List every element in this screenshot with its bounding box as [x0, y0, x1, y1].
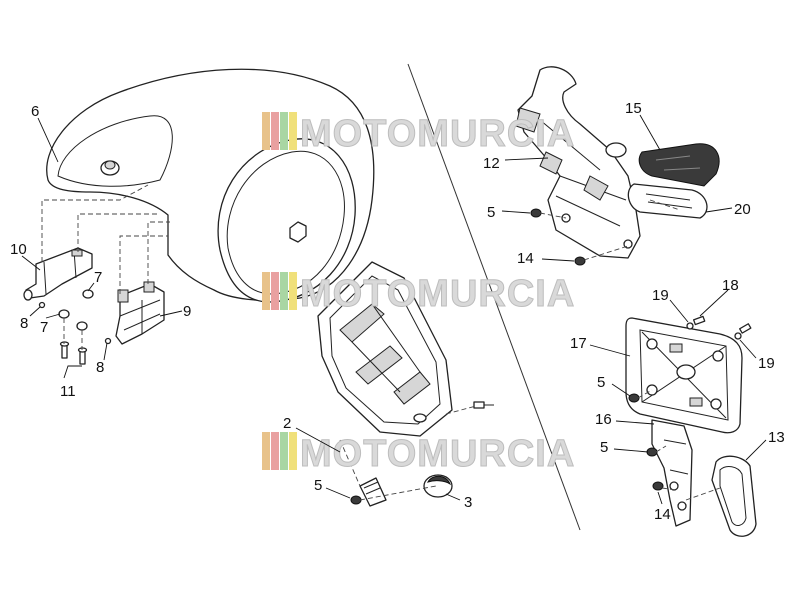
watermark-stripe [262, 432, 270, 470]
callout-3: 3 [464, 494, 472, 511]
callout-5: 5 [600, 439, 608, 456]
assembly-lines-left [41, 184, 170, 350]
callout-20: 20 [734, 201, 751, 218]
nut-5a-part [530, 208, 542, 218]
rear-fender [46, 68, 375, 303]
watermark-label: MOTOMURCIA [300, 113, 575, 155]
assembly-lines-center [339, 405, 477, 501]
tail-light-15 [638, 143, 720, 187]
callout-15: 15 [625, 100, 642, 117]
callout-7: 7 [94, 269, 102, 286]
tail-light-support-12 [515, 66, 641, 259]
screw-center [473, 401, 494, 409]
callout-9: 9 [183, 303, 191, 320]
leader-lines [21, 114, 767, 505]
callout-7: 7 [40, 319, 48, 336]
callout-labels: 6 10 7 7 8 8 9 11 12 15 20 5 14 2 5 3 18… [10, 100, 785, 523]
callout-10: 10 [10, 241, 27, 258]
reflector-bracket [359, 477, 387, 507]
assembly-lines-upper-right [539, 199, 681, 261]
reflector-3 [423, 474, 453, 498]
watermark-stripe [280, 432, 288, 470]
nut-14a-part [574, 256, 586, 266]
callout-12: 12 [483, 155, 500, 172]
callout-16: 16 [595, 411, 612, 428]
gasket-20 [627, 183, 708, 219]
callout-19: 19 [652, 287, 669, 304]
callout-14: 14 [654, 506, 671, 523]
watermark-middle: MOTOMURCIA [262, 272, 575, 316]
watermark-stripe [289, 432, 297, 470]
watermark-label: MOTOMURCIA [300, 273, 575, 315]
watermark-stripe [289, 112, 297, 150]
left-bracket-10 [23, 247, 93, 301]
watermark-top: MOTOMURCIA [262, 112, 575, 156]
nut-5b-part [350, 495, 362, 505]
left-bracket-9 [115, 281, 165, 345]
callout-5: 5 [487, 204, 495, 221]
callout-11: 11 [60, 383, 76, 400]
nuts-7 [58, 289, 94, 331]
washers-8 [38, 301, 112, 345]
watermark-stripe [280, 272, 288, 310]
callout-19: 19 [758, 355, 775, 372]
assembly-lines-lower-right [637, 389, 721, 501]
watermark-stripe [280, 112, 288, 150]
license-plate-holder-2 [317, 261, 453, 437]
callout-8: 8 [20, 315, 28, 332]
watermark-stripe [271, 272, 279, 310]
watermark-stripe [262, 112, 270, 150]
bolts-11 [59, 341, 88, 365]
section-dividers [407, 63, 581, 531]
watermark-stripe [271, 432, 279, 470]
callout-2: 2 [283, 415, 291, 432]
reflector-13 [711, 455, 757, 537]
callout-13: 13 [768, 429, 785, 446]
watermark-bottom: MOTOMURCIA [262, 432, 575, 476]
watermark-stripe [262, 272, 270, 310]
callout-8: 8 [96, 359, 104, 376]
watermark-stripe [271, 112, 279, 150]
watermark-label: MOTOMURCIA [300, 433, 575, 475]
callout-5: 5 [597, 374, 605, 391]
callout-14: 14 [517, 250, 534, 267]
callout-5: 5 [314, 477, 322, 494]
nuts-right [628, 393, 664, 491]
plate-bracket-17 [625, 317, 743, 434]
callout-18: 18 [722, 277, 739, 294]
callout-17: 17 [570, 335, 587, 352]
callout-6: 6 [31, 103, 39, 120]
screws-18-19 [686, 315, 752, 340]
watermark-stripe [289, 272, 297, 310]
